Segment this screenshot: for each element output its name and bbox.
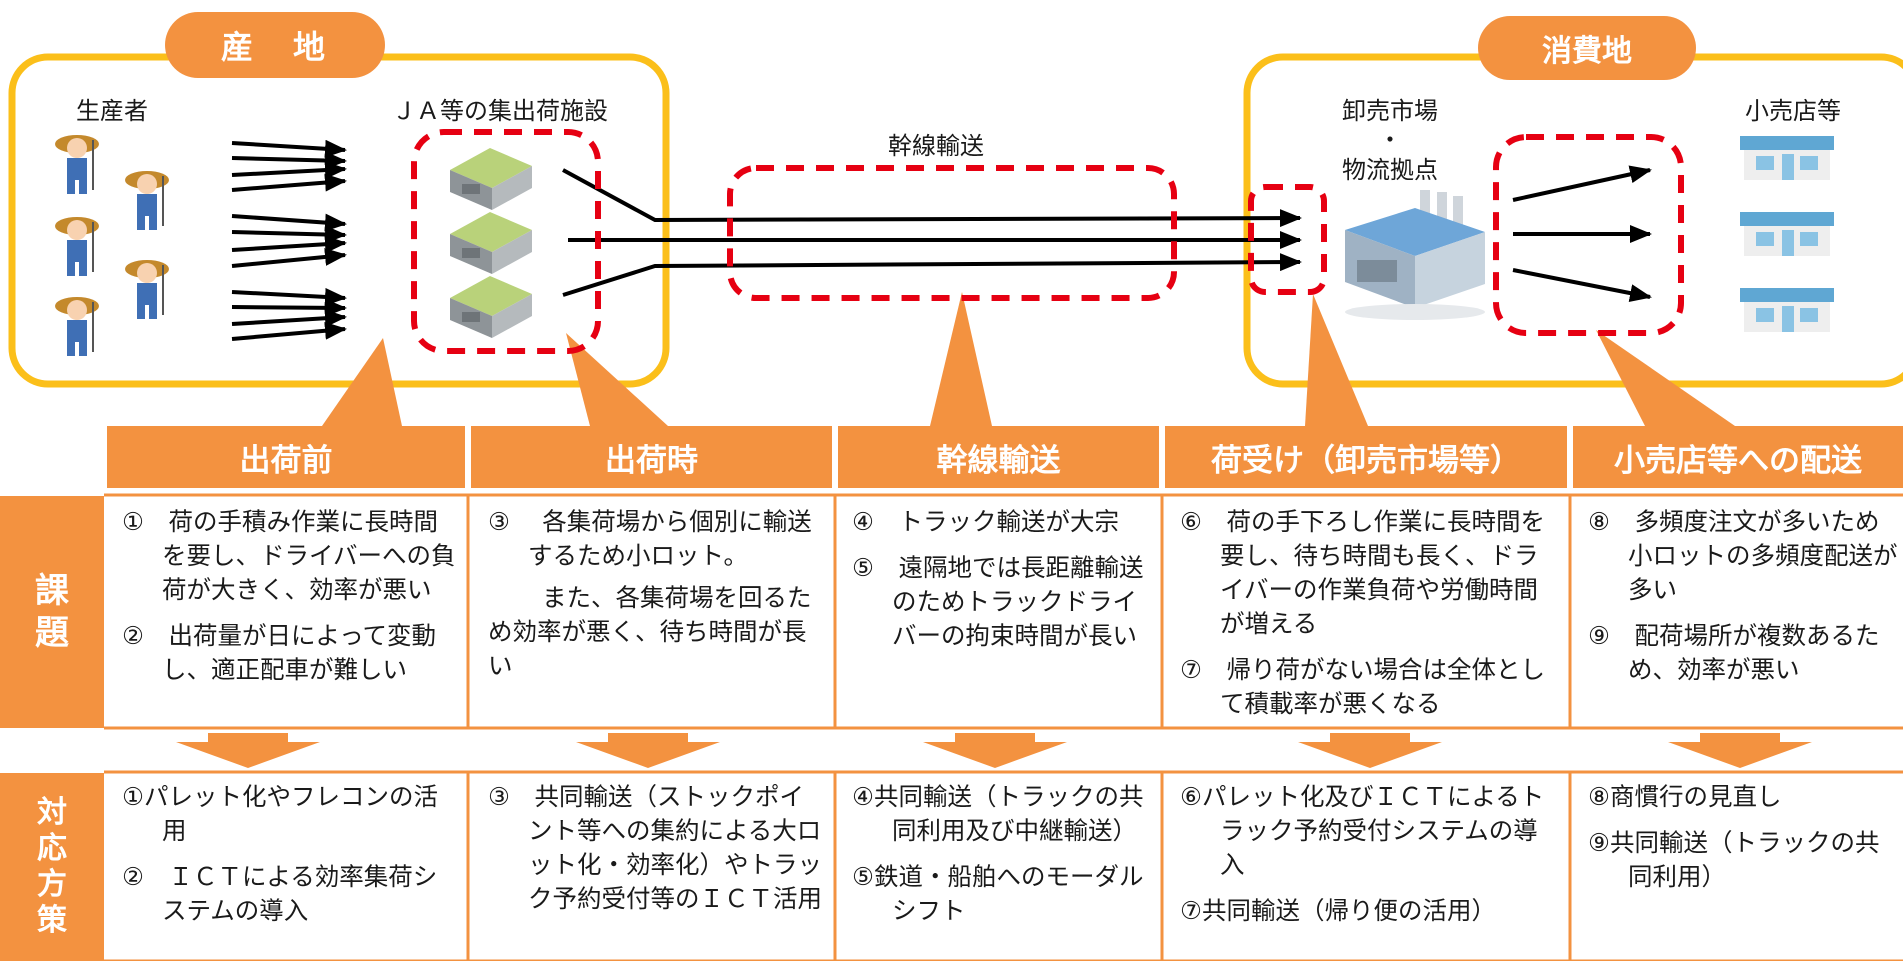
trunk-transport-label: 幹線輸送 bbox=[888, 132, 984, 160]
farmer-icons bbox=[55, 135, 169, 356]
issues-trunk-transport: ④ トラック輸送が大宗 ⑤ 遠隔地では長距離輸送のためトラックドライバーの拘束時… bbox=[852, 505, 1156, 727]
issue-item: ① 荷の手積み作業に長時間を要し、ドライバーへの負荷が大きく、効率が悪い bbox=[122, 507, 456, 604]
trunk-arrows bbox=[562, 168, 1302, 297]
measure-item: ⑨共同輸送（トラックの共同利用） bbox=[1588, 828, 1880, 891]
header-trunk-transport: 幹線輸送 bbox=[838, 426, 1159, 488]
shop-icon bbox=[1740, 212, 1834, 256]
shop-icon bbox=[1740, 136, 1834, 180]
ja-facility-label: ＪＡ等の集出荷施設 bbox=[392, 97, 608, 125]
warehouse-icon bbox=[450, 212, 532, 274]
farmer-icon bbox=[125, 260, 169, 319]
warehouse-icons bbox=[450, 148, 532, 338]
issues-shipment: ③ 各集荷場から個別に輸送するため小ロット。 また、各集荷場を回るため効率が悪く… bbox=[488, 505, 828, 727]
retail-stores-label: 小売店等 bbox=[1745, 97, 1841, 125]
callout-trunk bbox=[930, 292, 992, 426]
issue-item: ③ 各集荷場から個別に輸送するため小ロット。 bbox=[488, 507, 812, 570]
shop-icon bbox=[1740, 288, 1834, 332]
trunk-dashed-box bbox=[727, 165, 1177, 301]
issue-item: また、各集荷場を回るため効率が悪く、待ち時間が長い bbox=[488, 583, 812, 680]
row-label-measures-char: 方 bbox=[37, 867, 67, 902]
issues-pre-shipment: ① 荷の手積み作業に長時間を要し、ドライバーへの負荷が大きく、効率が悪い ② 出… bbox=[122, 505, 460, 727]
issue-item: ⑦ 帰り荷がない場合は全体として積載率が悪くなる bbox=[1180, 655, 1545, 718]
measure-item: ⑥パレット化及びＩＣＴによるトラック予約受付システムの導入 bbox=[1180, 782, 1545, 879]
wholesale-separator-dot: ・ bbox=[1378, 126, 1402, 154]
row-label-measures-char: 対 bbox=[37, 795, 67, 830]
measure-item: ③ 共同輸送（ストックポイント等への集約による大ロット化・効率化）やトラック予約… bbox=[488, 782, 822, 913]
shop-icons bbox=[1740, 136, 1834, 332]
origin-tag: 産 地 bbox=[165, 12, 385, 78]
measure-item: ④共同輸送（トラックの共同利用及び中継輸送） bbox=[852, 782, 1144, 845]
measure-item: ⑤鉄道・船舶へのモーダルシフト bbox=[852, 862, 1144, 925]
producer-arrows bbox=[231, 139, 347, 341]
header-receiving: 荷受け（卸売市場等） bbox=[1165, 426, 1567, 488]
row-label-issues-char: 題 bbox=[35, 613, 69, 653]
row-label-measures-char: 策 bbox=[37, 903, 67, 938]
callout-pre-shipment bbox=[322, 338, 402, 426]
measures-receiving: ⑥パレット化及びＩＣＴによるトラック予約受付システムの導入 ⑦共同輸送（帰り便の… bbox=[1180, 780, 1562, 960]
measure-item: ⑧商慣行の見直し bbox=[1588, 782, 1782, 811]
measures-pre-shipment: ①パレット化やフレコンの活用 ② ＩＣＴによる効率集荷システムの導入 bbox=[122, 780, 460, 960]
warehouse-icon bbox=[450, 276, 532, 338]
producers-label: 生産者 bbox=[76, 97, 148, 125]
issue-item: ⑨ 配荷場所が複数あるため、効率が悪い bbox=[1588, 621, 1880, 684]
measures-retail-delivery: ⑧商慣行の見直し ⑨共同輸送（トラックの共同利用） bbox=[1588, 780, 1898, 960]
measure-item: ⑦共同輸送（帰り便の活用） bbox=[1180, 896, 1496, 925]
header-pre-shipment: 出荷前 bbox=[107, 426, 465, 488]
distribution-center-icon bbox=[1345, 190, 1485, 320]
farmer-icon bbox=[55, 297, 99, 356]
row-label-measures: 対 応 方 策 bbox=[0, 773, 104, 961]
farmer-icon bbox=[125, 171, 169, 230]
issue-item: ⑥ 荷の手下ろし作業に長時間を要し、待ち時間も長く、ドライバーの作業負荷や労働時… bbox=[1180, 507, 1545, 638]
issues-receiving: ⑥ 荷の手下ろし作業に長時間を要し、待ち時間も長く、ドライバーの作業負荷や労働時… bbox=[1180, 505, 1562, 727]
measures-shipment: ③ 共同輸送（ストックポイント等への集約による大ロット化・効率化）やトラック予約… bbox=[488, 780, 828, 960]
row-label-measures-char: 応 bbox=[37, 831, 67, 866]
issue-item: ⑤ 遠隔地では長距離輸送のためトラックドライバーの拘束時間が長い bbox=[852, 553, 1144, 650]
farmer-icon bbox=[55, 217, 99, 276]
callout-shipment bbox=[566, 333, 668, 426]
retail-arrows bbox=[1512, 165, 1652, 302]
issue-item: ② 出荷量が日によって変動し、適正配車が難しい bbox=[122, 621, 437, 684]
table-grid bbox=[104, 493, 1903, 961]
callout-receiving bbox=[1305, 294, 1368, 426]
row-label-issues-char: 課 bbox=[35, 571, 69, 611]
warehouse-icon bbox=[450, 148, 532, 210]
farmer-icon bbox=[55, 135, 99, 194]
retail-dashed-box bbox=[1493, 134, 1684, 336]
issue-item: ⑧ 多頻度注文が多いため小ロットの多頻度配送が多い bbox=[1588, 507, 1898, 604]
row-label-issues: 課 題 bbox=[0, 496, 104, 728]
wholesale-market-label: 卸売市場 bbox=[1342, 97, 1438, 125]
down-arrow bbox=[576, 733, 720, 768]
header-retail-delivery: 小売店等への配送 bbox=[1573, 426, 1903, 488]
measures-trunk-transport: ④共同輸送（トラックの共同利用及び中継輸送） ⑤鉄道・船舶へのモーダルシフト bbox=[852, 780, 1156, 960]
down-arrow bbox=[1298, 733, 1442, 768]
ja-dashed-box bbox=[411, 129, 601, 354]
measure-item: ② ＩＣＴによる効率集荷システムの導入 bbox=[122, 862, 438, 925]
down-arrow bbox=[1668, 733, 1812, 768]
receiving-dashed-box bbox=[1248, 184, 1327, 295]
down-arrows bbox=[176, 733, 1812, 768]
issue-item: ④ トラック輸送が大宗 bbox=[852, 507, 1119, 536]
logistics-hub-label: 物流拠点 bbox=[1342, 156, 1438, 184]
consumption-tag: 消費地 bbox=[1478, 16, 1696, 80]
measure-item: ①パレット化やフレコンの活用 bbox=[122, 782, 438, 845]
down-arrow bbox=[923, 733, 1067, 768]
callout-retail bbox=[1596, 330, 1735, 426]
header-shipment: 出荷時 bbox=[471, 426, 832, 488]
down-arrow bbox=[176, 733, 320, 768]
issues-retail-delivery: ⑧ 多頻度注文が多いため小ロットの多頻度配送が多い ⑨ 配荷場所が複数あるため、… bbox=[1588, 505, 1898, 727]
